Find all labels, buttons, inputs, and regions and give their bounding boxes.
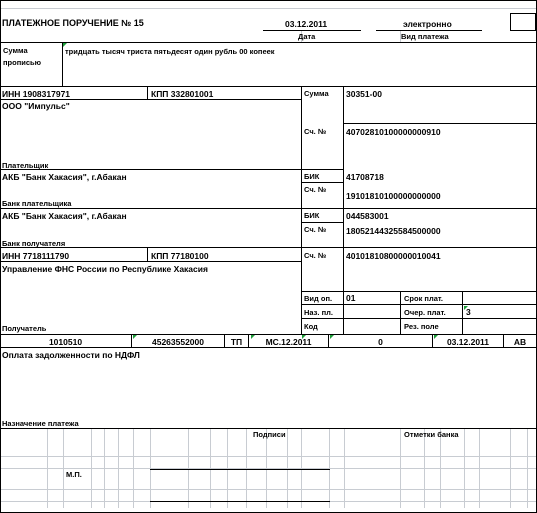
signatures-caption: Подписи — [253, 430, 286, 439]
reserve-field-label: Рез. поле — [404, 322, 439, 331]
recipient-bank-bik-label: БИК — [304, 211, 320, 220]
payer-name: ООО "Импульс" — [2, 101, 70, 111]
date-caption: Дата — [298, 32, 316, 41]
payer-account-label: Сч. № — [304, 127, 327, 136]
recipient-account-value: 40101810800000010041 — [346, 251, 441, 261]
payment-term-label: Срок плат. — [404, 294, 443, 303]
payer-bank-name: АКБ "Банк Хакасия", г.Абакан — [2, 172, 127, 182]
tax-basis: ТП — [230, 337, 243, 347]
bank-marks-caption: Отметки банка — [404, 430, 459, 439]
stamp-label: М.П. — [66, 470, 82, 479]
payer-bank-caption: Банк плательщика — [2, 199, 72, 208]
recipient-bank-account-value: 18052144325584500000 — [346, 226, 441, 236]
payer-bank-bik-value: 41708718 — [346, 172, 384, 182]
recipient-bank-account-label: Сч. № — [304, 225, 327, 234]
payer-bank-bik-label: БИК — [304, 172, 320, 181]
payment-priority-value: 3 — [466, 307, 471, 317]
recipient-account-label: Сч. № — [304, 251, 327, 260]
tax-period: МС.12.2011 — [265, 337, 312, 347]
sum-value: 30351-00 — [346, 89, 382, 99]
operation-type-label: Вид оп. — [304, 294, 333, 303]
document-title: ПЛАТЕЖНОЕ ПОРУЧЕНИЕ № 15 — [2, 18, 144, 28]
payer-kpp: КПП 332801001 — [151, 89, 214, 99]
code-label: Код — [304, 322, 318, 331]
payment-purpose-text: Оплата задолженности по НДФЛ — [2, 350, 140, 360]
tax-okato: 45263552000 — [151, 337, 204, 347]
payer-account-value: 40702810100000000910 — [346, 127, 441, 137]
operation-type-value: 01 — [346, 293, 356, 303]
payer-bank-account-value: 19101810100000000000 — [346, 191, 441, 201]
recipient-kpp: КПП 77180100 — [151, 251, 209, 261]
amount-words-label-2: прописью — [3, 58, 42, 67]
payer-caption: Плательщик — [2, 161, 49, 170]
tax-doc-date: 03.12.2011 — [446, 337, 490, 347]
tax-doc-number: 0 — [378, 337, 383, 347]
amount-in-words: тридцать тысяч триста пятьдесят один руб… — [65, 47, 275, 56]
payment-priority-label: Очер. плат. — [404, 308, 446, 317]
payment-purpose-code-label: Наз. пл. — [304, 308, 333, 317]
recipient-bank-name: АКБ "Банк Хакасия", г.Абакан — [2, 211, 127, 221]
payer-bank-account-label: Сч. № — [304, 185, 327, 194]
sum-label: Сумма — [304, 89, 329, 98]
recipient-caption: Получатель — [2, 324, 47, 333]
payment-purpose-caption: Назначение платежа — [2, 419, 79, 428]
form-code-box — [511, 14, 535, 30]
payer-inn: ИНН 1908317971 — [2, 89, 71, 99]
recipient-bank-bik-value: 044583001 — [346, 211, 389, 221]
recipient-bank-caption: Банк получателя — [2, 239, 66, 248]
amount-words-label-1: Сумма — [3, 46, 28, 55]
payment-kind-caption: Вид платежа — [401, 32, 449, 41]
recipient-name: Управление ФНС России по Республике Хака… — [2, 264, 208, 274]
document-date: 03.12.2011 — [285, 19, 328, 29]
payment-kind: электронно — [403, 19, 452, 29]
recipient-inn: ИНН 7718111790 — [2, 251, 70, 261]
tax-kbk: 1010510 — [48, 337, 83, 347]
tax-payment-type: АВ — [513, 337, 527, 347]
